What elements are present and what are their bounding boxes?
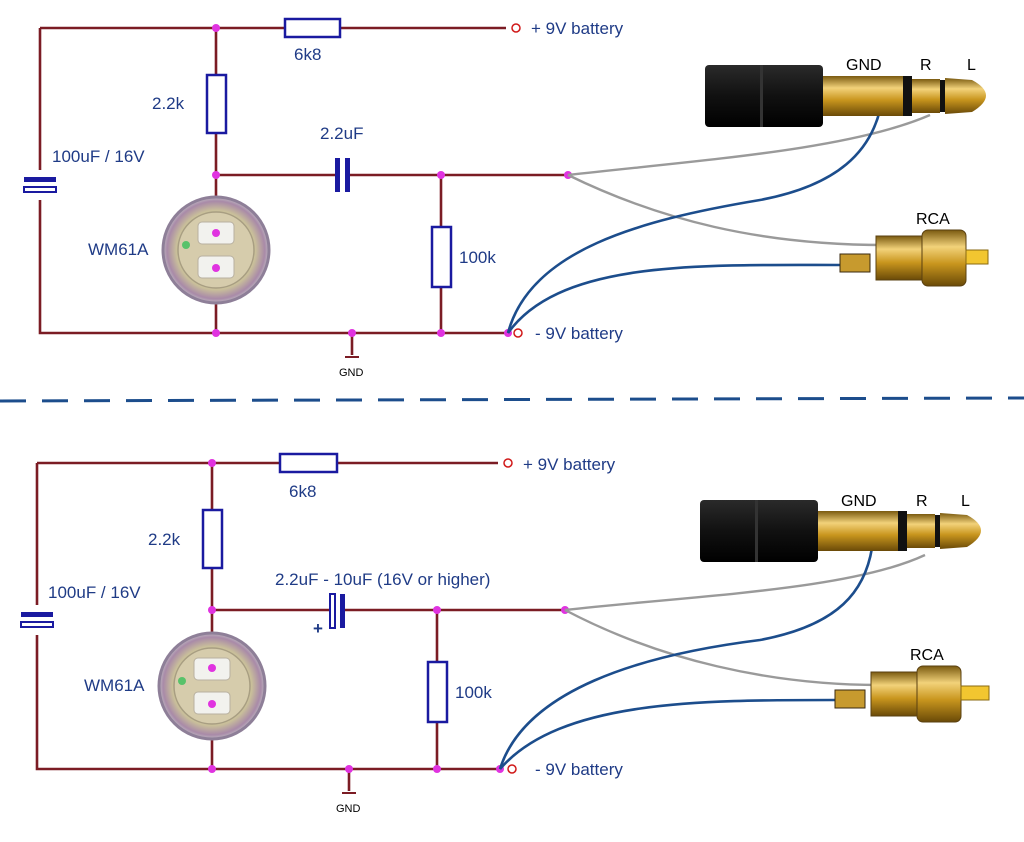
bottom-circuit: + 9V battery 6k8 2.2k 100uF / 16V 2.2uF … — [20, 452, 990, 815]
top-resistor-6k8 — [283, 17, 342, 39]
top-label-jack-r: R — [920, 57, 932, 74]
top-rca-plug — [839, 229, 989, 287]
bottom-terminal-pos — [503, 458, 513, 468]
bottom-mic-wm61a — [157, 631, 267, 741]
bottom-terminal-neg — [507, 764, 517, 774]
bottom-label-c-coupling: 2.2uF - 10uF (16V or higher) — [275, 570, 490, 589]
top-label-rca: RCA — [916, 211, 950, 228]
top-label-r-bias: 2.2k — [152, 94, 185, 113]
top-capacitor-100uF — [23, 177, 57, 193]
top-resistor-100k — [430, 225, 453, 289]
bottom-label-mic: WM61A — [84, 676, 145, 695]
bottom-label-polarity: + — [313, 619, 323, 638]
bottom-label-jack-r: R — [916, 493, 928, 510]
bottom-wires — [35, 461, 565, 794]
bottom-capacitor-100uF — [20, 612, 54, 628]
bottom-label-battery-pos: + 9V battery — [523, 455, 616, 474]
bottom-rca-plug — [834, 665, 990, 723]
bottom-label-rca: RCA — [910, 647, 944, 664]
bottom-label-r-series: 6k8 — [289, 482, 316, 501]
bottom-label-gnd: GND — [336, 803, 361, 815]
bottom-label-c-supply: 100uF / 16V — [48, 583, 141, 602]
top-label-jack-l: L — [967, 57, 976, 74]
top-mic-wm61a — [161, 195, 271, 305]
top-terminal-pos — [511, 23, 521, 33]
top-stereo-jack — [705, 65, 986, 127]
top-junction-nodes — [212, 24, 572, 337]
top-label-r-load: 100k — [459, 248, 496, 267]
top-terminal-neg — [513, 328, 523, 338]
section-divider — [0, 396, 1024, 403]
top-cables — [506, 109, 931, 334]
top-label-gnd: GND — [339, 367, 364, 379]
bottom-junction-nodes — [208, 459, 569, 773]
bottom-capacitor-electrolytic — [329, 593, 345, 629]
bottom-resistor-2k2 — [201, 508, 224, 570]
bottom-resistor-6k8 — [278, 452, 339, 474]
top-label-r-series: 6k8 — [294, 45, 321, 64]
top-circuit: + 9V battery 6k8 2.2k 100uF / 16V 2.2uF … — [23, 17, 989, 379]
bottom-label-r-bias: 2.2k — [148, 530, 181, 549]
bottom-label-jack-l: L — [961, 493, 970, 510]
bottom-resistor-100k — [426, 660, 449, 724]
bottom-cables — [498, 547, 926, 770]
top-resistor-2k2 — [205, 73, 228, 135]
top-label-mic: WM61A — [88, 240, 149, 259]
bottom-label-jack-gnd: GND — [841, 493, 877, 510]
top-label-battery-pos: + 9V battery — [531, 19, 624, 38]
top-label-jack-gnd: GND — [846, 57, 882, 74]
top-label-c-coupling: 2.2uF — [320, 124, 363, 143]
top-label-battery-neg: - 9V battery — [535, 324, 623, 343]
bottom-stereo-jack — [700, 500, 981, 562]
top-wires — [38, 26, 568, 358]
top-label-c-supply: 100uF / 16V — [52, 147, 145, 166]
top-capacitor-2u2 — [335, 158, 350, 192]
bottom-label-r-load: 100k — [455, 683, 492, 702]
bottom-label-battery-neg: - 9V battery — [535, 760, 623, 779]
